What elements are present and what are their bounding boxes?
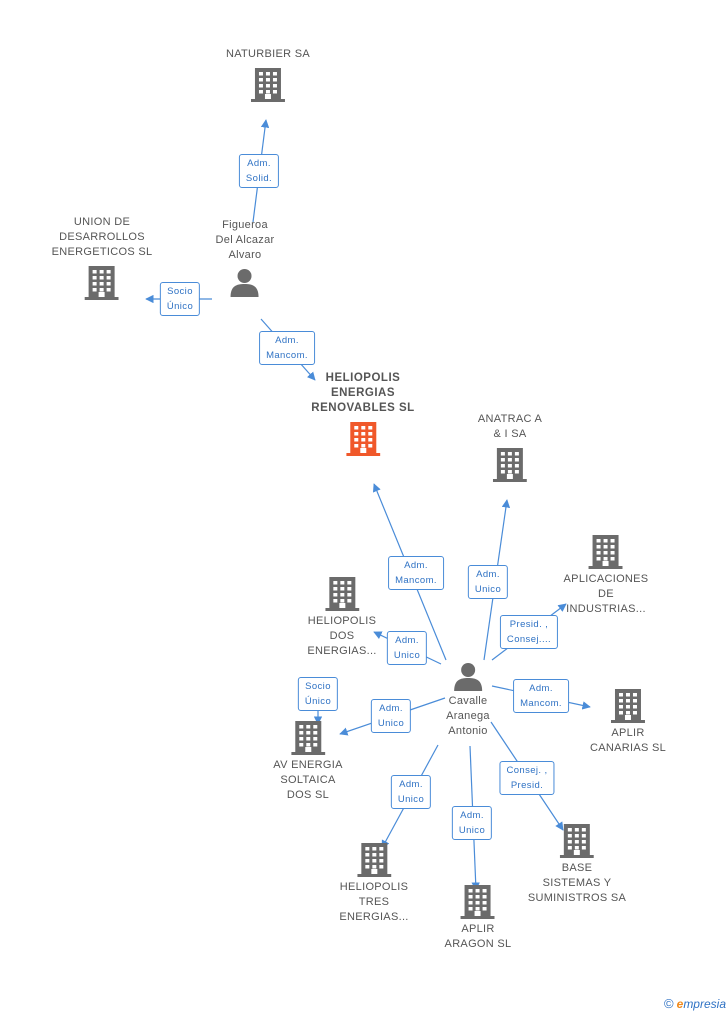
building-icon — [564, 533, 649, 569]
building-icon — [590, 687, 666, 723]
node-label: Figueroa Del Alcazar Alvaro — [215, 219, 275, 261]
role-badge[interactable]: Adm. Unico — [386, 631, 428, 665]
empresia-logo: ©empresia — [664, 996, 726, 1011]
node-cavalle[interactable]: Cavalle Aranega Antonio — [446, 661, 490, 739]
building-icon — [339, 841, 408, 877]
node-avenergia[interactable]: AV ENERGIA SOLTAICA DOS SL — [273, 719, 342, 803]
node-label: HELIOPOLIS TRES ENERGIAS... — [339, 881, 409, 923]
copyright-icon: © — [664, 996, 674, 1011]
role-badge[interactable]: Presid. , Consej.... — [499, 615, 559, 649]
role-badge[interactable]: Adm. Unico — [390, 775, 432, 809]
role-badge[interactable]: Adm. Mancom. — [513, 679, 569, 713]
node-union[interactable]: UNION DE DESARROLLOS ENERGETICOS SL — [52, 215, 153, 300]
node-aplicaciones[interactable]: APLICACIONES DE INDUSTRIAS... — [564, 533, 649, 617]
node-aplircanarias[interactable]: APLIR CANARIAS SL — [590, 687, 666, 756]
building-icon — [226, 66, 310, 102]
node-label: ANATRAC A & I SA — [477, 413, 543, 440]
node-apliraragon[interactable]: APLIR ARAGON SL — [445, 883, 512, 952]
node-label: APLIR ARAGON SL — [444, 923, 512, 950]
role-badge[interactable]: Adm. Mancom. — [388, 556, 444, 590]
node-heliopolis[interactable]: HELIOPOLIS ENERGIAS RENOVABLES SL — [311, 371, 414, 456]
person-icon — [216, 267, 275, 297]
building-icon — [52, 264, 153, 300]
building-icon — [273, 719, 342, 755]
role-badge[interactable]: Consej. , Presid. — [499, 761, 555, 795]
node-heliotres[interactable]: HELIOPOLIS TRES ENERGIAS... — [339, 841, 408, 925]
role-badge[interactable]: Adm. Unico — [451, 806, 493, 840]
node-label: UNION DE DESARROLLOS ENERGETICOS SL — [51, 216, 153, 258]
building-icon — [311, 420, 414, 456]
role-badge[interactable]: Adm. Unico — [467, 565, 509, 599]
node-base[interactable]: BASE SISTEMAS Y SUMINISTROS SA — [528, 822, 626, 906]
role-badge[interactable]: Socio Único — [159, 282, 201, 316]
node-figueroa[interactable]: Figueroa Del Alcazar Alvaro — [216, 218, 275, 297]
role-badge[interactable]: Socio Único — [297, 677, 339, 711]
node-label: APLICACIONES DE INDUSTRIAS... — [563, 573, 649, 615]
node-naturbier[interactable]: NATURBIER SA — [226, 47, 310, 102]
node-label: AV ENERGIA SOLTAICA DOS SL — [273, 759, 343, 801]
node-label: Cavalle Aranega Antonio — [446, 695, 490, 737]
building-icon — [478, 446, 542, 482]
role-badge[interactable]: Adm. Mancom. — [259, 331, 315, 365]
building-icon — [528, 822, 626, 858]
building-icon — [445, 883, 512, 919]
building-icon — [307, 575, 376, 611]
node-heliodos[interactable]: HELIOPOLIS DOS ENERGIAS... — [307, 575, 376, 659]
person-icon — [446, 661, 490, 691]
role-badge[interactable]: Adm. Solid. — [238, 154, 280, 188]
node-label: NATURBIER SA — [225, 48, 311, 60]
node-label: APLIR CANARIAS SL — [589, 727, 667, 754]
node-label: HELIOPOLIS ENERGIAS RENOVABLES SL — [311, 372, 415, 414]
node-label: BASE SISTEMAS Y SUMINISTROS SA — [527, 862, 627, 904]
node-anatraca[interactable]: ANATRAC A & I SA — [478, 412, 542, 482]
role-badge[interactable]: Adm. Unico — [370, 699, 412, 733]
node-label: HELIOPOLIS DOS ENERGIAS... — [307, 615, 377, 657]
